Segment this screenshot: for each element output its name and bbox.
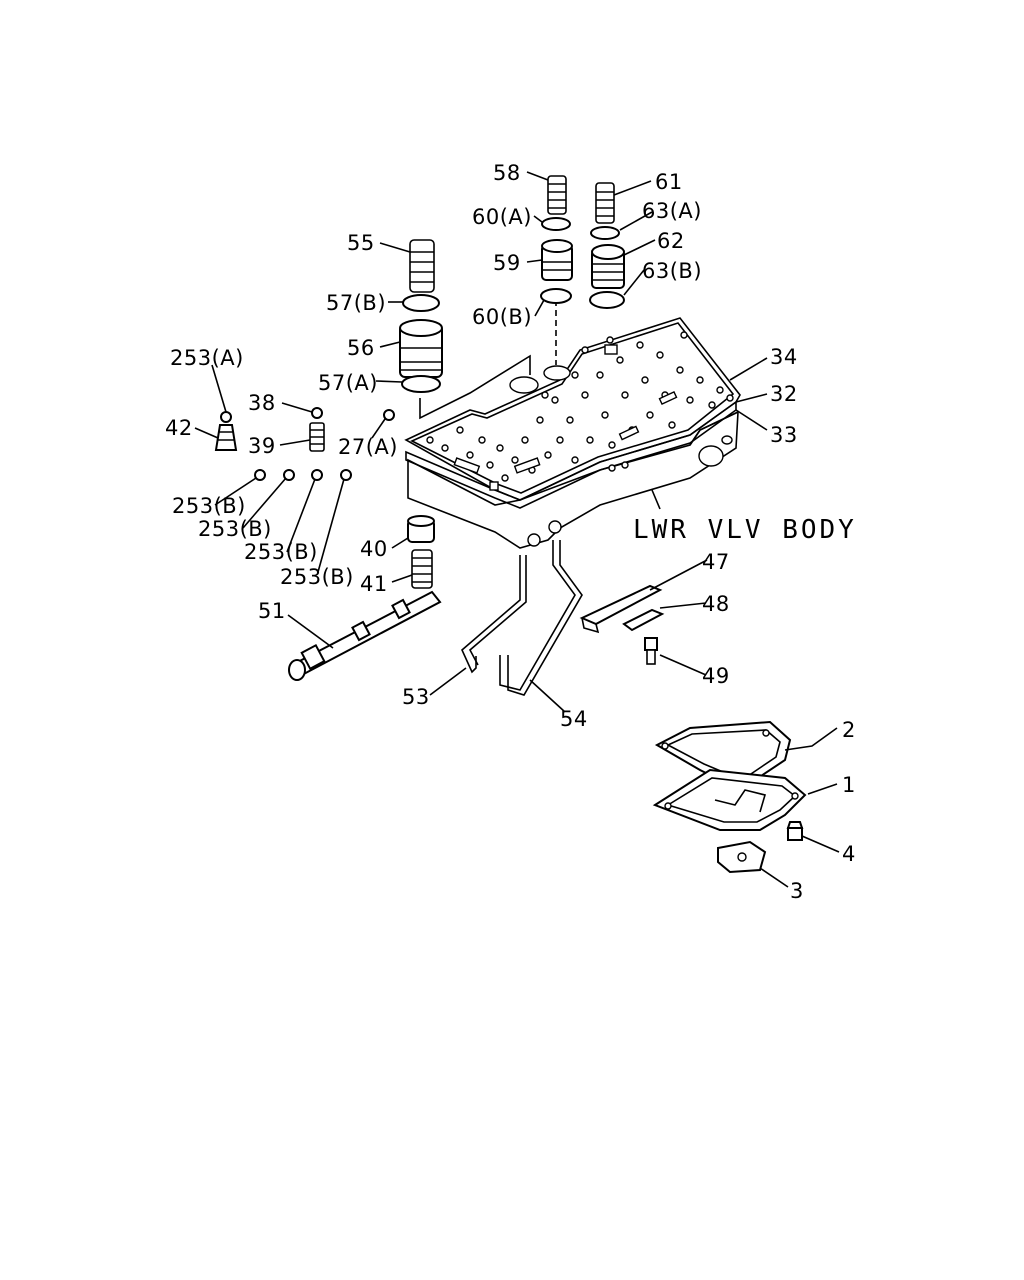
sleeve-62 <box>591 244 625 289</box>
callout-1: 1 <box>842 773 856 797</box>
ring-57a <box>401 375 441 393</box>
spring-41 <box>411 549 433 589</box>
ball-253b-2 <box>283 469 295 481</box>
pipe-53 <box>461 555 527 674</box>
pipe-54 <box>499 540 583 696</box>
bracket-48 <box>622 608 665 632</box>
gasket-1 <box>652 768 807 831</box>
sleeve-59 <box>541 239 573 281</box>
leader-lines <box>194 171 840 888</box>
callout-56: 56 <box>347 336 375 360</box>
callout-38: 38 <box>248 391 276 415</box>
callout-57a: 57(A) <box>318 371 378 395</box>
callout-34: 34 <box>770 345 798 369</box>
callout-58: 58 <box>493 161 521 185</box>
callout-40: 40 <box>360 537 388 561</box>
callout-3: 3 <box>790 879 804 903</box>
callout-33: 33 <box>770 423 798 447</box>
callout-253b-2: 253(B) <box>198 517 272 541</box>
ball-27a <box>383 409 395 421</box>
spring-61 <box>595 182 615 224</box>
callout-53: 53 <box>402 685 430 709</box>
callout-49: 49 <box>702 664 730 688</box>
callout-51: 51 <box>258 599 286 623</box>
ring-60b <box>540 288 572 304</box>
callout-48: 48 <box>702 592 730 616</box>
lower-valve-body <box>404 300 741 549</box>
spring-58 <box>547 175 567 215</box>
callout-59: 59 <box>493 251 521 275</box>
callout-41: 41 <box>360 572 388 596</box>
body-label: LWR VLV BODY <box>633 515 857 545</box>
plate-holes <box>426 331 734 491</box>
callout-61: 61 <box>655 170 683 194</box>
callout-27a: 27(A) <box>338 435 398 459</box>
valve-42 <box>214 424 238 451</box>
callout-62: 62 <box>657 229 685 253</box>
callout-63b: 63(B) <box>642 259 702 283</box>
spring-39 <box>309 422 325 452</box>
callout-39: 39 <box>248 434 276 458</box>
callout-253b-4: 253(B) <box>280 565 354 589</box>
bolt-4 <box>786 821 804 841</box>
callout-55: 55 <box>347 231 375 255</box>
callout-57b: 57(B) <box>326 291 386 315</box>
callout-60a: 60(A) <box>472 205 532 229</box>
callout-253a: 253(A) <box>170 346 244 370</box>
callout-253b-1: 253(B) <box>172 494 246 518</box>
ball-253b-4 <box>340 469 352 481</box>
bolt-49 <box>644 637 658 665</box>
callout-63a: 63(A) <box>642 199 702 223</box>
callout-54: 54 <box>560 707 588 731</box>
callout-4: 4 <box>842 842 856 866</box>
spring-55 <box>409 239 435 293</box>
callout-32: 32 <box>770 382 798 406</box>
callout-253b-3: 253(B) <box>244 540 318 564</box>
ring-63b <box>589 291 625 309</box>
ring-57b <box>402 294 440 312</box>
ring-63a <box>590 226 620 240</box>
callout-2: 2 <box>842 718 856 742</box>
ball-253b-1 <box>254 469 266 481</box>
ball-253b-3 <box>311 469 323 481</box>
ball-253a <box>220 411 232 423</box>
plug-40 <box>407 515 435 543</box>
bracket-47 <box>579 584 663 634</box>
ball-38 <box>311 407 323 419</box>
callout-42: 42 <box>165 416 193 440</box>
ring-60a <box>541 217 571 231</box>
callout-60b: 60(B) <box>472 305 532 329</box>
sleeve-56 <box>399 319 443 378</box>
plate-3 <box>717 840 767 874</box>
manual-valve-51 <box>288 590 442 681</box>
callout-47: 47 <box>702 550 730 574</box>
